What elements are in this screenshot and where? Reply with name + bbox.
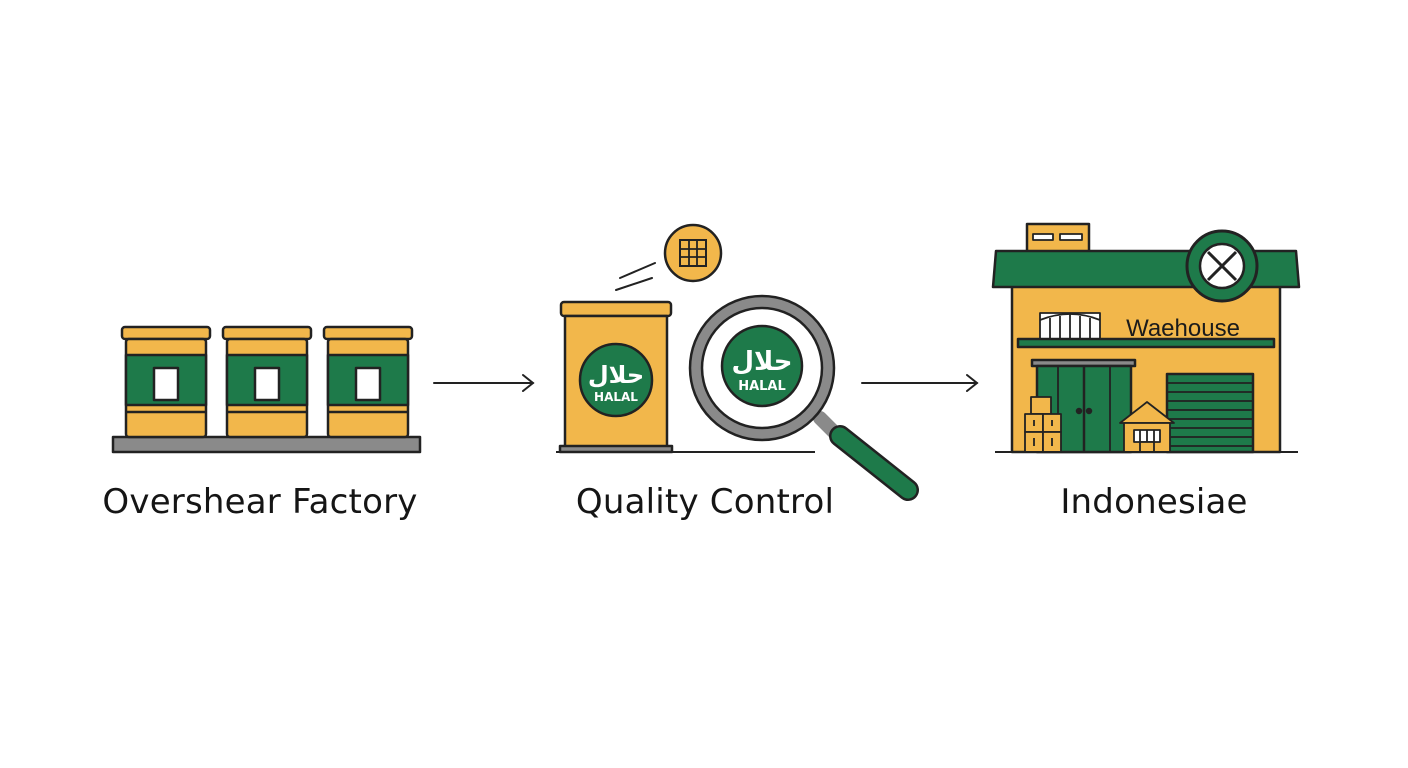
arrow-right-icon xyxy=(433,374,535,392)
arrow-right-icon xyxy=(861,374,979,392)
halal-inspection-icon: حلال HALAL حلال HALAL xyxy=(556,223,919,501)
grid-coin-icon xyxy=(663,223,723,283)
magnifying-glass-icon: حلال HALAL xyxy=(688,294,919,501)
drum-badge-arabic: حلال xyxy=(588,361,644,389)
lens-badge-arabic: حلال xyxy=(731,347,792,377)
step-label-quality-control: Quality Control xyxy=(575,482,835,522)
step-label-factory: Overshear Factory xyxy=(102,482,418,522)
small-awning xyxy=(1039,312,1101,340)
drum-3 xyxy=(322,325,414,439)
lens-badge-latin: HALAL xyxy=(738,379,786,394)
drum-badge-latin: HALAL xyxy=(594,390,638,404)
halal-badge-drum xyxy=(578,342,654,418)
warehouse-sign: Waehouse xyxy=(1126,315,1240,342)
rolling-shutter xyxy=(1165,372,1255,454)
stacked-boxes xyxy=(1024,396,1062,453)
step-label-destination: Indonesiae xyxy=(1060,482,1248,522)
pallet-platform xyxy=(111,435,422,454)
motion-lines xyxy=(615,262,656,291)
halal-badge-lens xyxy=(720,324,804,408)
drum-1 xyxy=(120,325,212,439)
warehouse-band xyxy=(1016,337,1276,349)
qc-drum: حلال HALAL xyxy=(558,300,674,454)
warehouse-icon: Waehouse xyxy=(991,222,1301,454)
drum-2 xyxy=(221,325,313,439)
factory-drums-icon xyxy=(111,325,422,454)
